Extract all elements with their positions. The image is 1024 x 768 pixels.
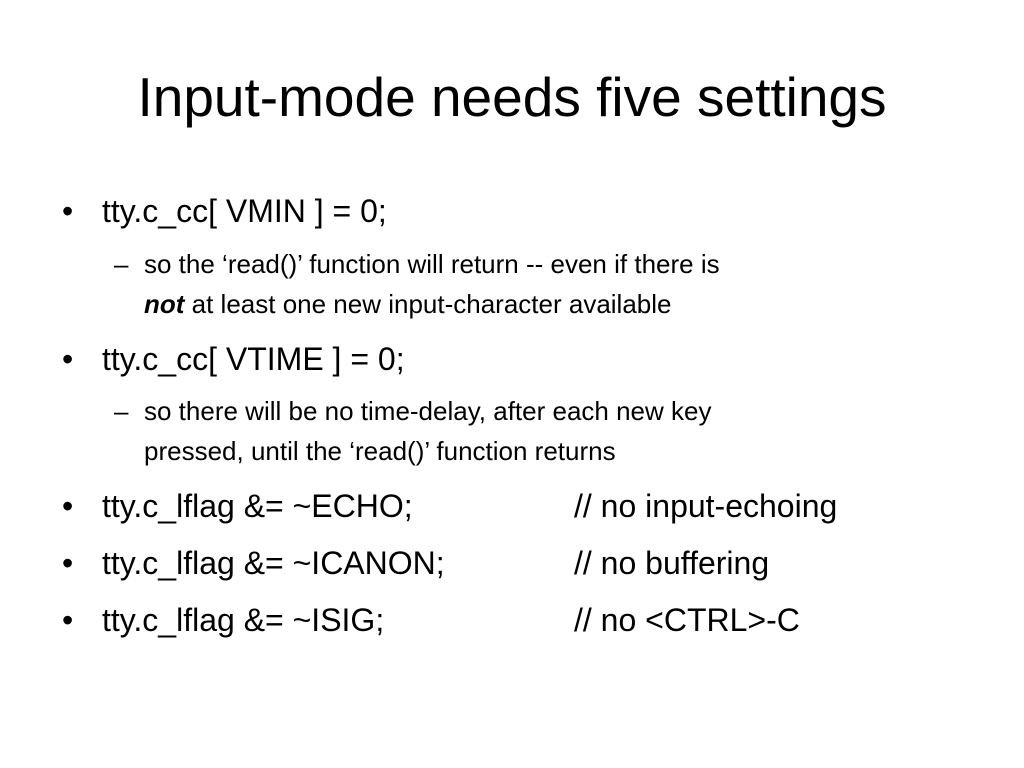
bullet-item-icanon: • tty.c_lflag &= ~ICANON; // no buffering — [62, 544, 769, 582]
slide-title: Input-mode needs five settings — [137, 66, 887, 128]
bullet-code: tty.c_cc[ VMIN ] = 0; — [102, 193, 387, 229]
sub-text: at least one new input-character availab… — [184, 289, 672, 319]
bullet-comment: // no input-echoing — [574, 488, 838, 524]
bullet-icon: • — [62, 545, 74, 581]
bullet-icon: • — [62, 602, 74, 638]
bullet-icon: • — [62, 488, 74, 524]
sub-item-vtime: –so there will be no time-delay, after e… — [114, 391, 711, 471]
bullet-code: tty.c_lflag &= ~ISIG; — [102, 602, 385, 638]
bullet-item-vmin: • tty.c_cc[ VMIN ] = 0; — [62, 192, 387, 230]
bullet-code: tty.c_lflag &= ~ECHO; — [102, 488, 413, 524]
bullet-item-isig: • tty.c_lflag &= ~ISIG; // no <CTRL>-C — [62, 601, 800, 639]
sub-item-vmin: –so the ‘read()’ function will return --… — [114, 244, 720, 324]
dash-icon: – — [114, 396, 129, 426]
bullet-code: tty.c_cc[ VTIME ] = 0; — [102, 341, 405, 377]
sub-text: pressed, until the ‘read()’ function ret… — [144, 436, 616, 466]
bullet-icon: • — [62, 193, 74, 229]
dash-icon: – — [114, 249, 129, 279]
bullet-item-echo: • tty.c_lflag &= ~ECHO; // no input-echoi… — [62, 487, 837, 525]
sub-line: not at least one new input-character ava… — [114, 284, 720, 324]
sub-line: –so the ‘read()’ function will return --… — [114, 244, 720, 284]
sub-line: pressed, until the ‘read()’ function ret… — [114, 431, 711, 471]
bullet-comment: // no buffering — [574, 545, 770, 581]
sub-text: so there will be no time-delay, after ea… — [144, 396, 712, 426]
bullet-item-vtime: • tty.c_cc[ VTIME ] = 0; — [62, 340, 405, 378]
sub-emphasis: not — [144, 289, 185, 319]
sub-text: so the ‘read()’ function will return -- … — [144, 249, 720, 279]
bullet-comment: // no <CTRL>-C — [574, 602, 800, 638]
bullet-icon: • — [62, 341, 74, 377]
sub-line: –so there will be no time-delay, after e… — [114, 391, 711, 431]
bullet-code: tty.c_lflag &= ~ICANON; — [102, 545, 445, 581]
